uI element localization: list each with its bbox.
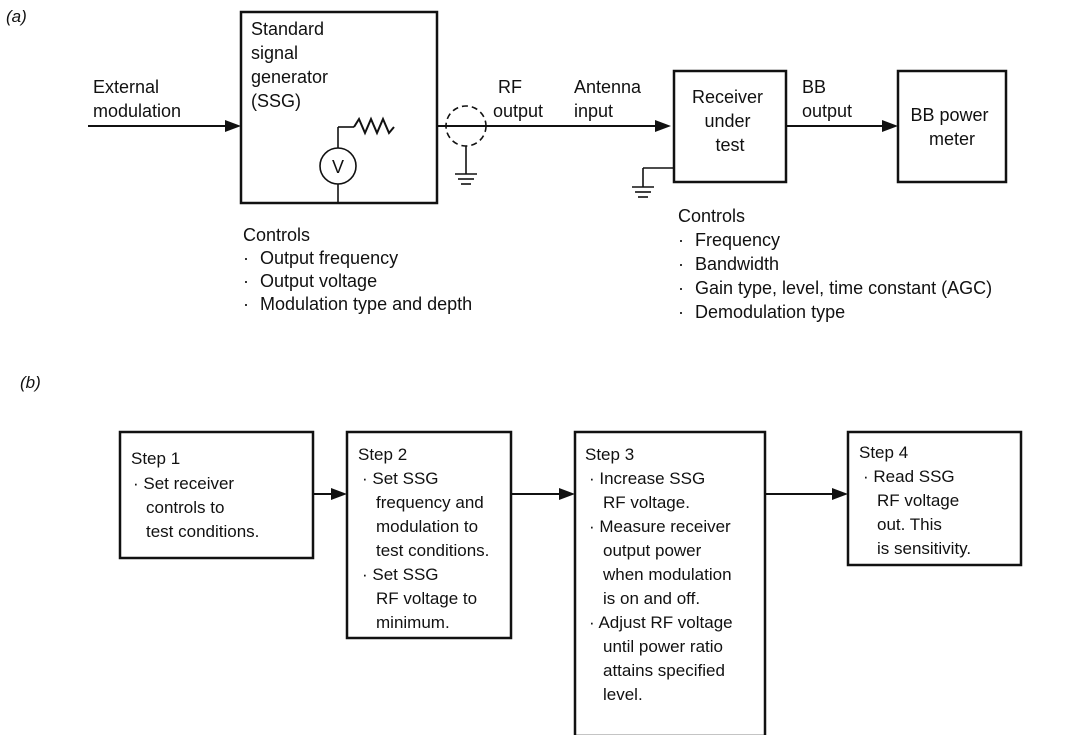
rf-output-label: RF output: [493, 77, 543, 121]
ground-icon: [455, 173, 477, 185]
resistor-icon: [353, 116, 395, 136]
ssg-box: [239, 10, 439, 205]
external-modulation-arrowhead: [225, 120, 241, 132]
part-a-tag: (a): [6, 7, 27, 26]
voltmeter-symbol: V: [332, 157, 344, 177]
bb-signal-arrowhead: [882, 120, 898, 132]
step-2-to-3-arrowhead: [559, 488, 575, 500]
part-b-tag: (b): [20, 373, 41, 392]
ssg-label: Standard signal generator (SSG): [251, 19, 333, 111]
step-3-to-4-arrowhead: [832, 488, 848, 500]
receiver-label: Receiver under test: [692, 87, 768, 155]
antenna-input-label: Antenna input: [574, 77, 646, 121]
receiver-controls: Controls ·Frequency ·Bandwidth ·Gain typ…: [678, 206, 997, 322]
step-4-text: Step 4 · Read SSG RF voltage out. This i…: [859, 443, 971, 558]
ground-icon: [632, 186, 654, 198]
external-modulation-label: External modulation: [93, 77, 181, 121]
receiver-box: [672, 69, 788, 184]
bb-output-label: BB output: [802, 77, 852, 121]
step-4-box: [846, 430, 1023, 567]
step-2-box: [345, 430, 513, 640]
bb-power-meter-label: BB power meter: [910, 105, 993, 149]
step-1-text: Step 1 · Set receiver controls to test c…: [131, 449, 259, 541]
ssg-controls: Controls ·Output frequency ·Output volta…: [243, 225, 472, 314]
bb-power-meter-box: [896, 69, 1008, 184]
step-2-text: Step 2 · Set SSG frequency and modulatio…: [358, 445, 494, 632]
rf-signal-arrowhead: [655, 120, 671, 132]
step-3-box: [573, 430, 767, 735]
step-3-text: Step 3 · Increase SSG RF voltage. · Meas…: [585, 445, 737, 704]
step-1-to-2-arrowhead: [331, 488, 347, 500]
